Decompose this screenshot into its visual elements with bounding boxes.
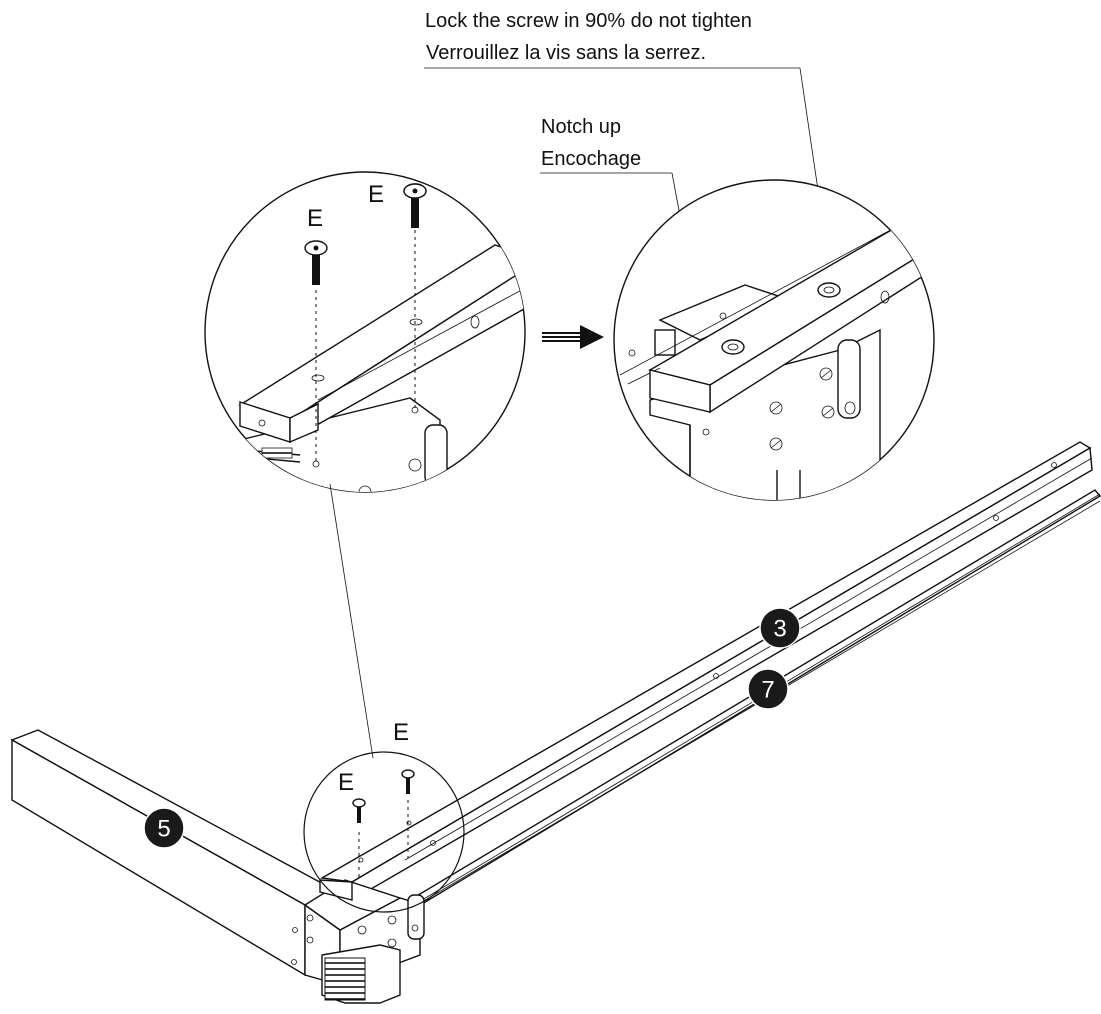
screw-icon: [403, 183, 427, 228]
then-arrow-icon: [542, 325, 604, 349]
detail-leader-line: [329, 483, 374, 759]
main-assembly: E E 3 7 5: [10, 441, 1101, 1004]
part-letter-e: E: [368, 181, 384, 208]
lock-screw-callout-fr: Verrouillez la vis sans la serrez.: [426, 42, 706, 64]
part-letter-e: E: [338, 769, 354, 796]
part-letter-e: E: [307, 205, 323, 232]
part-number-7: 7: [761, 677, 774, 704]
bolt-icon: [769, 367, 835, 451]
part-badge-3: 3: [759, 607, 801, 649]
part-number-3: 3: [773, 616, 786, 643]
screw-icon: [304, 240, 328, 285]
part-badge-5: 5: [143, 807, 185, 849]
part-number-5: 5: [157, 816, 170, 843]
detail-circle-after: [613, 179, 935, 501]
notch-callout-fr: Encochage: [541, 148, 641, 170]
corner-bracket: [303, 879, 425, 1004]
part-badge-7: 7: [747, 668, 789, 710]
notch-callout-en: Notch up: [541, 116, 621, 138]
side-beam-5: [10, 729, 342, 977]
screw-icon: [352, 798, 366, 823]
screw-icon: [401, 769, 415, 794]
long-beam-3: [319, 441, 1093, 902]
detail-circle-small: [303, 751, 465, 913]
lock-screw-callout-en: Lock the screw in 90% do not tighten: [425, 10, 752, 32]
detail-circle-before: E E: [204, 171, 526, 493]
part-letter-e: E: [393, 719, 409, 746]
